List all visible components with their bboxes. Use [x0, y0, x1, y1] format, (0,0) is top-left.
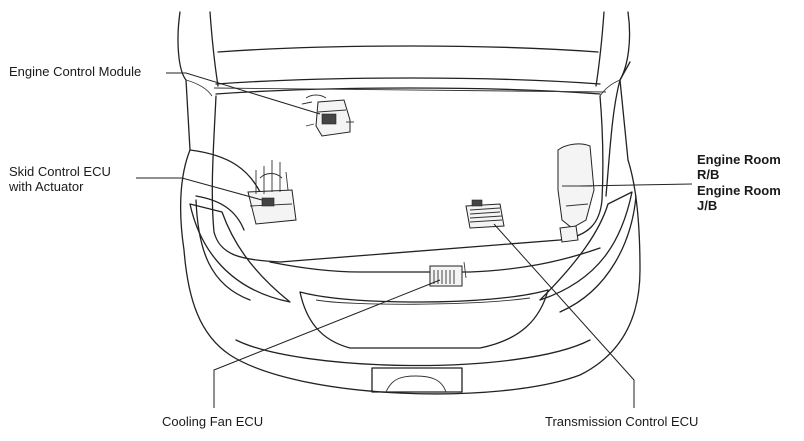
- label-skid-control-ecu-line2: with Actuator: [9, 179, 84, 194]
- label-engine-room-rb-line2: R/B: [697, 167, 720, 182]
- label-engine-room-rb: Engine Room R/B: [697, 152, 781, 182]
- label-engine-room-jb-line1: Engine Room: [697, 183, 781, 198]
- leader-transmission-control-ecu: [493, 223, 635, 408]
- leader-lines: [136, 72, 693, 408]
- engine-control-module-part: [301, 94, 354, 137]
- leader-cooling-fan-ecu: [213, 279, 441, 408]
- label-engine-control-module: Engine Control Module: [9, 64, 142, 79]
- label-engine-room-rb-line1: Engine Room: [697, 152, 781, 167]
- label-engine-room-jb: Engine Room J/B: [697, 183, 781, 213]
- label-cooling-fan-ecu: Cooling Fan ECU: [162, 414, 264, 429]
- cooling-fan-ecu-part: [429, 261, 467, 287]
- label-skid-control-ecu: Skid Control ECU with Actuator: [9, 164, 111, 194]
- car-body-outline: [177, 11, 641, 395]
- label-skid-control-ecu-line1: Skid Control ECU: [9, 164, 111, 179]
- engine-room-box-part: [557, 143, 595, 243]
- label-engine-room-jb-line2: J/B: [697, 198, 718, 213]
- label-transmission-control-ecu: Transmission Control ECU: [545, 414, 699, 429]
- skid-control-ecu-part: [247, 160, 297, 225]
- leader-skid-control-ecu: [136, 177, 263, 201]
- transmission-control-ecu-part: [465, 199, 505, 229]
- leader-engine-control-module: [166, 72, 321, 115]
- leader-engine-room: [579, 183, 693, 187]
